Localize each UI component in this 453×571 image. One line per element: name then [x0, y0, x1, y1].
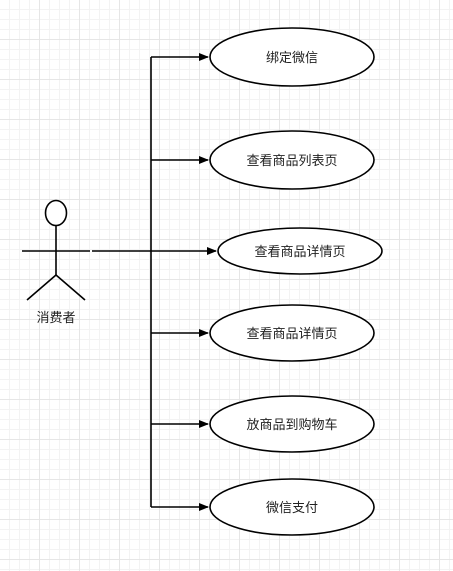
use-case-label: 查看商品列表页 — [246, 153, 337, 169]
use-case-label: 查看商品详情页 — [254, 244, 345, 260]
use-case-ellipse — [209, 304, 375, 362]
actor-head — [44, 199, 68, 227]
use-case-view-product-detail-1[interactable]: 查看商品详情页 — [217, 227, 383, 275]
use-case-label: 微信支付 — [266, 501, 318, 516]
use-case-ellipse — [209, 27, 375, 87]
use-case-wechat-pay[interactable]: 微信支付 — [209, 478, 375, 536]
use-case-view-product-list[interactable]: 查看商品列表页 — [209, 130, 375, 190]
use-case-add-to-cart[interactable]: 放商品到购物车 — [209, 395, 375, 453]
actor-label: 消费者 — [36, 311, 75, 326]
use-case-label: 放商品到购物车 — [246, 417, 337, 433]
actor-left-leg — [26, 274, 57, 301]
use-case-label: 绑定微信 — [266, 51, 318, 66]
actor-right-leg — [55, 274, 86, 301]
actor[interactable]: 消费者 — [22, 199, 90, 327]
use-case-ellipse — [209, 395, 375, 453]
connectors — [92, 53, 217, 511]
use-case-ellipse — [209, 130, 375, 190]
use-case-ellipse — [209, 478, 375, 536]
use-case-view-product-detail-2[interactable]: 查看商品详情页 — [209, 304, 375, 362]
use-case-ellipse — [217, 227, 383, 275]
use-case-bind-wechat[interactable]: 绑定微信 — [209, 27, 375, 87]
use-case-label: 查看商品详情页 — [246, 326, 337, 342]
